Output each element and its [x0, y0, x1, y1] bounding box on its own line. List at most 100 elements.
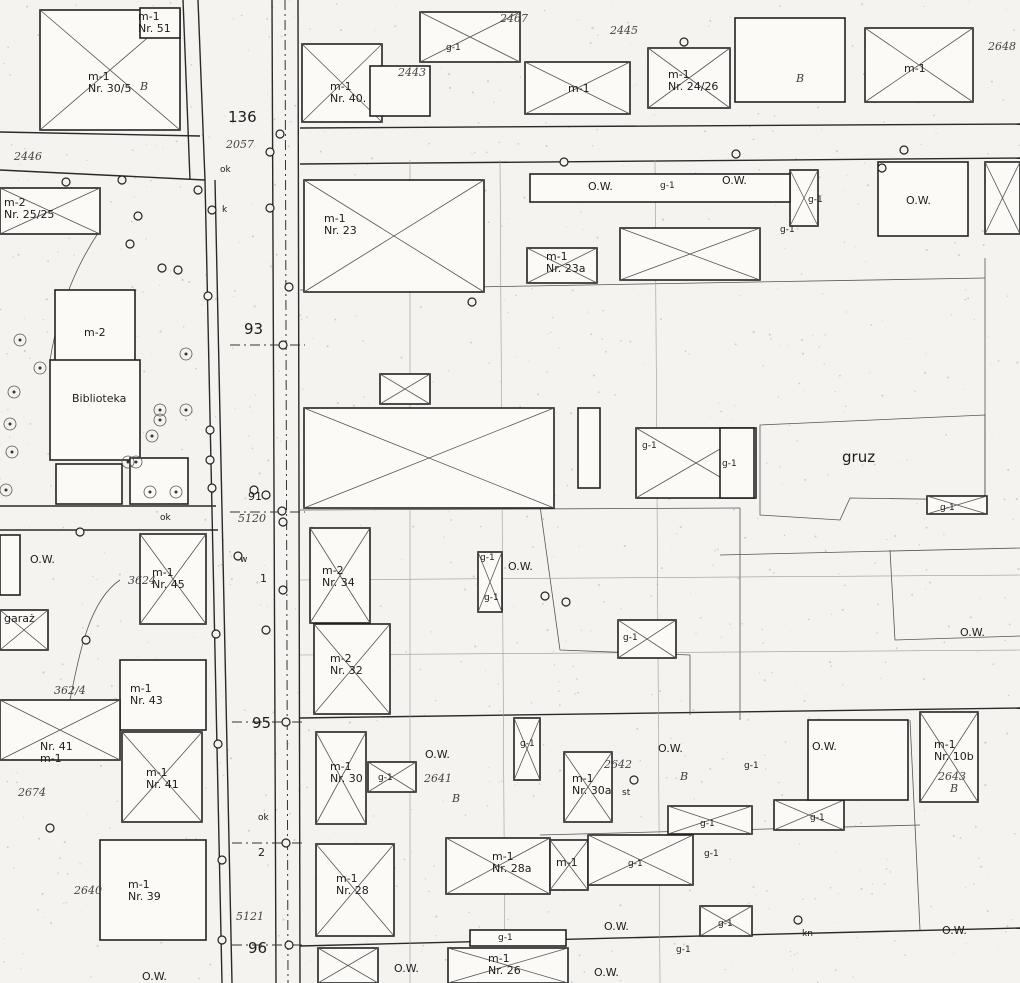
speckle: [198, 977, 200, 980]
speckle: [633, 85, 635, 87]
speckle: [368, 403, 370, 405]
speckle: [527, 915, 529, 917]
tree-icon: [3, 417, 17, 431]
speckle: [927, 521, 929, 523]
speckle: [580, 210, 582, 213]
speckle: [731, 961, 733, 963]
speckle: [239, 660, 241, 661]
building-g1-v: [789, 169, 819, 227]
speckle: [336, 402, 339, 405]
roof-ridge-line: [984, 161, 1020, 235]
speckle: [954, 241, 957, 244]
survey-point-12: [278, 517, 288, 527]
speckle: [847, 329, 849, 331]
speckle: [764, 820, 767, 822]
speckle: [20, 968, 22, 970]
speckle: [623, 545, 626, 548]
speckle: [782, 582, 784, 584]
speckle: [232, 18, 235, 20]
speckle: [155, 144, 157, 146]
speckle: [300, 318, 303, 321]
speckle: [372, 815, 375, 817]
speckle: [852, 976, 854, 978]
speckle: [440, 67, 442, 69]
survey-point-2: [265, 203, 275, 213]
building-shed-outline: [55, 463, 123, 505]
tree-center: [4, 488, 8, 492]
speckle: [752, 886, 755, 889]
roof-ridge-line: [619, 227, 761, 281]
speckle: [1003, 922, 1004, 924]
speckle: [26, 443, 28, 445]
building-nr24-26: [647, 47, 731, 109]
speckle: [783, 534, 786, 537]
speckle: [665, 776, 668, 779]
speckle: [681, 926, 683, 927]
speckle: [62, 526, 65, 529]
speckle: [965, 289, 967, 291]
speckle: [732, 420, 734, 422]
speckle: [379, 605, 382, 607]
roof-ridge-line: [121, 731, 203, 823]
speckle: [238, 241, 240, 243]
speckle: [924, 371, 927, 374]
speckle: [656, 922, 657, 924]
speckle: [768, 908, 770, 910]
speckle: [523, 196, 526, 199]
speckle: [758, 168, 761, 171]
speckle: [552, 650, 555, 652]
speckle: [425, 121, 427, 122]
speckle: [403, 858, 406, 861]
building-left-edge-outline: [0, 534, 21, 596]
speckle: [159, 330, 162, 333]
speckle: [621, 922, 624, 925]
speckle: [293, 838, 296, 841]
speckle: [175, 140, 178, 143]
speckle: [393, 670, 394, 672]
survey-point-37: [629, 775, 639, 785]
speckle: [557, 526, 559, 528]
building-label-m1_row: m-1: [556, 856, 578, 869]
speckle: [57, 764, 59, 766]
speckle: [228, 550, 232, 553]
speckle: [635, 84, 638, 86]
speckle: [13, 867, 15, 869]
speckle: [721, 758, 724, 760]
speckle: [762, 642, 764, 644]
ann-2641: 2641: [423, 772, 452, 785]
roof-ridge-line: [789, 169, 819, 227]
speckle: [234, 408, 236, 410]
speckle: [752, 330, 755, 334]
b-mark-4: B: [679, 770, 688, 783]
g1-label-5: g-1: [808, 195, 823, 205]
speckle: [925, 569, 928, 571]
speckle: [80, 910, 82, 911]
speckle: [404, 826, 405, 827]
speckle: [232, 295, 234, 297]
speckle: [883, 121, 885, 123]
speckle: [858, 870, 860, 872]
speckle: [974, 825, 977, 828]
speckle: [249, 119, 251, 121]
building-nr40: [301, 43, 383, 123]
speckle: [865, 261, 866, 263]
speckle: [68, 237, 70, 240]
speckle: [923, 5, 925, 8]
speckle: [758, 672, 761, 674]
speckle: [309, 28, 311, 30]
g1-label-15: g-1: [676, 945, 691, 955]
speckle: [47, 655, 49, 657]
speckle: [620, 608, 622, 610]
g1-label-18: g-1: [940, 503, 955, 513]
speckle: [237, 726, 238, 728]
speckle: [188, 55, 190, 57]
speckle: [204, 274, 207, 276]
speckle: [96, 625, 99, 628]
speckle: [904, 954, 907, 957]
speckle: [38, 837, 41, 840]
ann-2443: 2443: [397, 66, 426, 79]
speckle: [1013, 833, 1016, 835]
speckle: [278, 370, 281, 372]
